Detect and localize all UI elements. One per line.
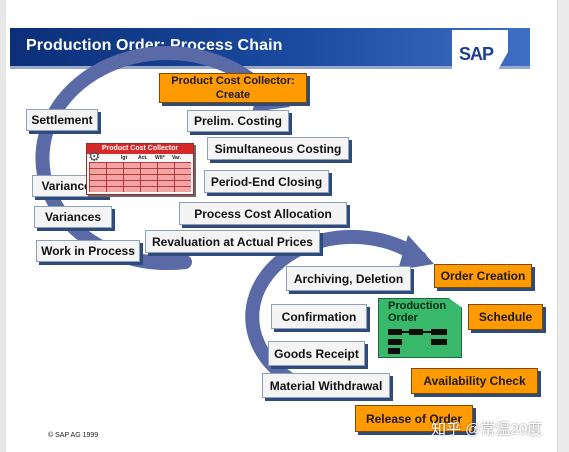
top-strip — [0, 0, 569, 28]
production-order-title: Production Order — [388, 300, 446, 324]
box-work-in-process: Work in Process — [36, 240, 140, 262]
header-shadow — [10, 66, 530, 69]
box-material-withdrawal: Material Withdrawal — [262, 373, 390, 398]
box-availability-check: Availability Check — [411, 368, 538, 394]
slide-header — [10, 28, 530, 66]
operation-bar — [431, 339, 447, 345]
copyright-notice: © SAP AG 1999 — [48, 432, 99, 439]
operation-bar — [431, 329, 447, 335]
production-order-card: Production Order — [378, 298, 462, 358]
collector-card-title: Product Cost Collector — [87, 144, 193, 154]
operation-bar — [409, 329, 423, 335]
column-header: Wlt* — [155, 155, 165, 161]
box-archiving-deletion: Archiving, Deletion — [286, 266, 411, 291]
sap-logo: SAP — [459, 44, 494, 64]
right-edge — [557, 0, 569, 452]
column-header: Igt — [121, 155, 128, 161]
box-confirmation: Confirmation — [271, 304, 367, 329]
box-period-end-closing: Period-End Closing — [204, 170, 329, 193]
product-cost-collector-card: Product Cost Collector Igt Act. Wlt* Var. — [86, 143, 194, 195]
operation-link — [423, 331, 431, 333]
collector-card-grid — [89, 162, 191, 192]
gear-icon: ⚙ — [88, 148, 101, 164]
box-simultaneous-costing: Simultaneous Costing — [207, 137, 349, 160]
operation-bar — [388, 339, 402, 345]
production-order-line2: Order — [388, 312, 418, 324]
box-order-creation: Order Creation — [434, 264, 532, 288]
sap-logo-box — [452, 30, 508, 70]
collector-card-columns: Igt Act. Wlt* Var. — [121, 155, 189, 161]
column-header: Var. — [172, 155, 181, 161]
box-revaluation: Revaluation at Actual Prices — [145, 230, 320, 253]
order-cycle-arrowhead — [398, 235, 434, 270]
box-collector-create: Product Cost Collector: Create — [159, 73, 307, 103]
watermark: 知乎 @常温20度 — [431, 421, 543, 438]
box-variances-2: Variances — [34, 206, 112, 228]
operation-bar — [388, 329, 402, 335]
operation-bar — [388, 348, 400, 354]
box-prelim-costing: Prelim. Costing — [187, 110, 289, 132]
left-edge — [0, 0, 6, 452]
box-process-cost-allocation: Process Cost Allocation — [179, 202, 347, 225]
operation-link — [402, 331, 409, 333]
column-header: Act. — [138, 155, 148, 161]
box-release-of-order: Release of Order — [355, 405, 473, 432]
box-settlement: Settlement — [26, 109, 98, 131]
order-cycle-arrow — [245, 229, 427, 399]
box-schedule: Schedule — [468, 304, 543, 330]
box-goods-receipt: Goods Receipt — [268, 341, 365, 366]
slide-title: Production Order: Process Chain — [26, 37, 283, 54]
production-order-line1: Production — [388, 300, 447, 312]
